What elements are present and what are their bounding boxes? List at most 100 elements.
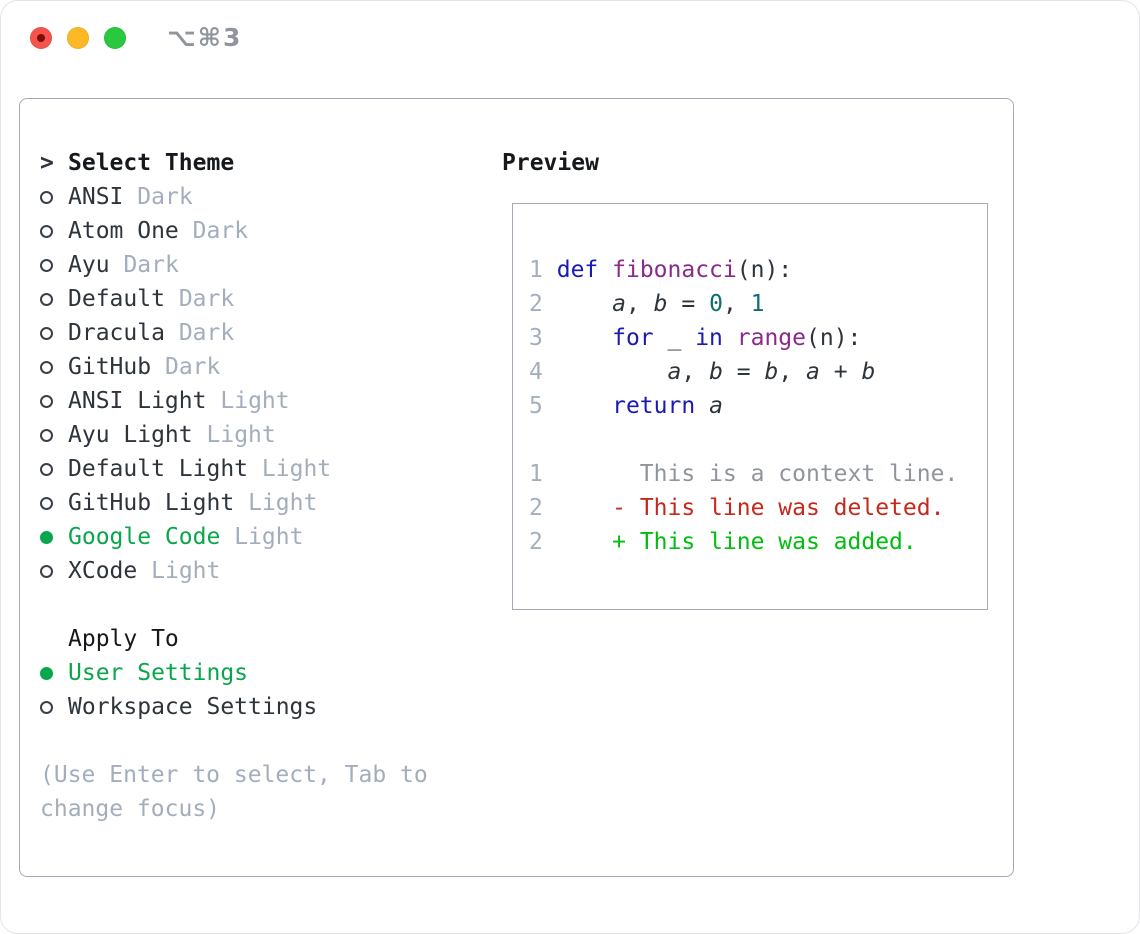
theme-item[interactable]: GitHub Light Light: [40, 486, 428, 520]
theme-item[interactable]: Ayu Light Light: [40, 418, 428, 452]
code-token: b: [709, 359, 723, 385]
zoom-button[interactable]: [104, 27, 126, 49]
diff-text: This line was added.: [639, 529, 917, 555]
code-token: ,: [681, 359, 710, 385]
code-token: (n):: [736, 257, 793, 283]
theme-name: GitHub Light: [68, 490, 235, 516]
theme-name: Default Light: [68, 456, 249, 482]
theme-item[interactable]: GitHub Dark: [40, 350, 428, 384]
code-token: ,: [722, 291, 751, 317]
close-button[interactable]: [30, 27, 52, 49]
title-bar: ⌥⌘3: [1, 1, 1139, 76]
radio-icon: [40, 394, 53, 408]
apply-to-item[interactable]: User Settings: [40, 656, 428, 690]
code-token: b: [861, 359, 876, 385]
theme-name: Ayu Light: [68, 422, 193, 448]
minimize-button[interactable]: [67, 27, 89, 49]
line-number: 5: [529, 393, 543, 419]
theme-item[interactable]: Default Light Light: [40, 452, 428, 486]
diff-lines: 1 This is a context line.2 - This line w…: [529, 457, 958, 559]
cursor-icon: >: [40, 150, 54, 176]
theme-variant-badge: Dark: [178, 286, 235, 312]
theme-item[interactable]: ANSI Light Light: [40, 384, 428, 418]
apply-to-label: User Settings: [68, 660, 249, 686]
code-line: 1 def fibonacci(n):: [529, 253, 958, 287]
diff-line: 2 + This line was added.: [529, 525, 958, 559]
code-line: 4 a, b = b, a + b: [529, 355, 958, 389]
theme-name: XCode: [68, 558, 138, 584]
theme-variant-badge: Light: [234, 524, 304, 550]
blank-line: [529, 423, 958, 457]
code-line: 3 for _ in range(n):: [529, 321, 958, 355]
theme-variant-badge: Dark: [178, 320, 235, 346]
theme-item[interactable]: Dracula Dark: [40, 316, 428, 350]
theme-variant-badge: Light: [220, 388, 290, 414]
radio-selected-icon: [40, 530, 53, 544]
code-token: 0: [709, 291, 723, 317]
line-number: 4: [529, 359, 543, 385]
radio-icon: [40, 224, 53, 238]
theme-variant-badge: Light: [248, 490, 318, 516]
code-token: fibonacci: [612, 257, 737, 283]
code-token: [598, 257, 612, 283]
apply-to-header: Apply To: [40, 622, 428, 656]
preview-title: Preview: [502, 150, 599, 176]
code-token: [557, 291, 612, 317]
theme-name: ANSI Light: [68, 388, 207, 414]
line-number: 1: [529, 461, 543, 487]
code-token: return: [612, 393, 696, 419]
theme-name: Dracula: [68, 320, 165, 346]
code-token: (n):: [806, 325, 862, 351]
code-token: def: [556, 257, 599, 283]
radio-icon: [40, 258, 53, 272]
radio-selected-icon: [40, 666, 53, 680]
theme-item[interactable]: XCode Light: [40, 554, 428, 588]
keyboard-shortcut-label: ⌥⌘3: [167, 23, 243, 52]
apply-to-label: Workspace Settings: [68, 694, 318, 720]
help-text-line-2: change focus): [40, 796, 221, 822]
theme-name: Atom One: [68, 218, 179, 244]
diff-line: 2 - This line was deleted.: [529, 491, 958, 525]
code-token: [557, 325, 612, 351]
apply-to-item[interactable]: Workspace Settings: [40, 690, 428, 724]
minus-marker-icon: -: [612, 495, 640, 521]
theme-variant-badge: Light: [206, 422, 276, 448]
code-token: range: [736, 325, 807, 351]
code-token: [723, 325, 737, 351]
diff-line: 1 This is a context line.: [529, 457, 958, 491]
radio-icon: [40, 564, 53, 578]
close-dot-icon: [37, 34, 45, 42]
line-number: 2: [529, 291, 543, 317]
code-token: a: [806, 359, 820, 385]
code-token: ,: [625, 291, 654, 317]
line-number: 2: [529, 495, 543, 521]
diff-context-text: This is a context line.: [542, 461, 959, 487]
radio-icon: [40, 292, 53, 306]
code-token: =: [667, 291, 710, 317]
theme-name: Ayu: [68, 252, 110, 278]
theme-variant-badge: Light: [151, 558, 221, 584]
radio-icon: [40, 428, 53, 442]
theme-name: GitHub: [68, 354, 152, 380]
line-number: 2: [529, 529, 543, 555]
plus-marker-icon: +: [612, 529, 640, 555]
theme-variant-badge: Dark: [164, 354, 221, 380]
code-line: 2 a, b = 0, 1: [529, 287, 958, 321]
help-text-line-1: (Use Enter to select, Tab to: [40, 762, 428, 788]
code-line: 5 return a: [529, 389, 958, 423]
code-token: [557, 359, 668, 385]
theme-variant-badge: Light: [261, 456, 332, 482]
radio-icon: [40, 190, 53, 204]
theme-name: ANSI: [68, 184, 124, 210]
